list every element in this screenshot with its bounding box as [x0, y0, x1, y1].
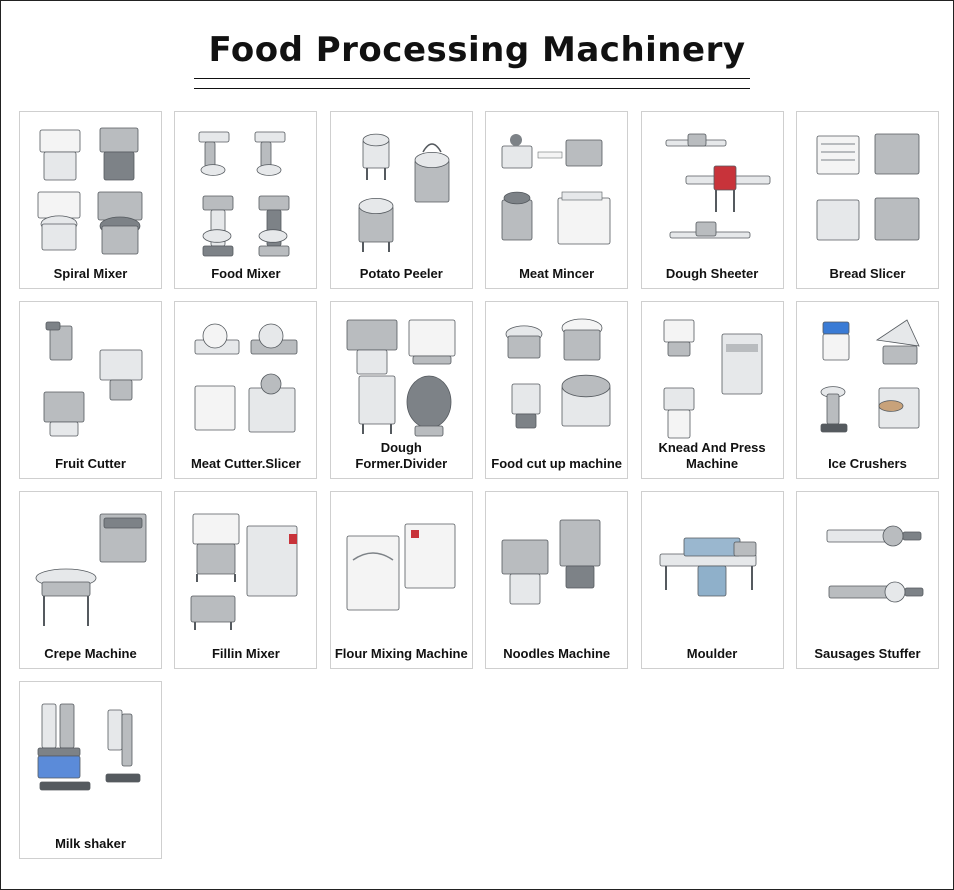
- product-card[interactable]: Flour Mixing Machine: [329, 491, 473, 669]
- product-card[interactable]: Crepe Machine: [19, 491, 162, 669]
- bowl-cutter-icon: [496, 310, 618, 450]
- title-underline-top: [194, 78, 750, 79]
- product-label: Potato Peeler: [359, 266, 443, 281]
- flour-mixer-icon: [341, 500, 463, 640]
- product-label: Fruit Cutter: [55, 456, 126, 471]
- product-label: Food cut up machine: [491, 456, 623, 471]
- product-card[interactable]: Fruit Cutter: [19, 301, 162, 479]
- product-card[interactable]: Dough Former.Divider: [329, 301, 473, 479]
- product-label: Sausages Stuffer: [814, 646, 921, 661]
- potato-peeler-icon: [341, 120, 463, 260]
- meat-slicer-icon: [185, 310, 307, 450]
- fruit-cutter-icon: [30, 310, 152, 450]
- product-card[interactable]: Ice Crushers: [795, 301, 939, 479]
- product-card[interactable]: Potato Peeler: [329, 111, 473, 289]
- product-label: Food Mixer: [211, 266, 281, 281]
- filling-mixer-icon: [185, 500, 307, 640]
- product-card[interactable]: Food Mixer: [174, 111, 318, 289]
- meat-mincer-icon: [496, 120, 618, 260]
- product-label: Crepe Machine: [44, 646, 137, 661]
- product-card[interactable]: Sausages Stuffer: [795, 491, 939, 669]
- crepe-machine-icon: [30, 500, 152, 640]
- bread-slicer-icon: [807, 120, 929, 260]
- title-underline-bottom: [194, 88, 750, 89]
- knead-press-icon: [652, 310, 774, 450]
- dough-sheeter-icon: [652, 120, 774, 260]
- sausage-stuffer-icon: [807, 500, 929, 640]
- product-card[interactable]: Fillin Mixer: [174, 491, 318, 669]
- product-card[interactable]: Meat Mincer: [485, 111, 629, 289]
- product-label: Spiral Mixer: [53, 266, 128, 281]
- moulder-icon: [652, 500, 774, 640]
- product-label: Bread Slicer: [829, 266, 906, 281]
- product-label: Meat Cutter.Slicer: [190, 456, 301, 471]
- product-label: Meat Mincer: [519, 266, 595, 281]
- page-title: Food Processing Machinery: [208, 30, 746, 70]
- product-label: Moulder: [686, 646, 738, 661]
- product-card[interactable]: Bread Slicer: [795, 111, 939, 289]
- product-label: Fillin Mixer: [211, 646, 280, 661]
- noodles-machine-icon: [496, 500, 618, 640]
- page-header: Food Processing Machinery: [1, 29, 953, 71]
- spiral-mixer-icon: [30, 120, 152, 260]
- product-card[interactable]: Knead And Press Machine: [640, 301, 784, 479]
- product-label: Noodles Machine: [503, 646, 611, 661]
- product-card[interactable]: Spiral Mixer: [19, 111, 162, 289]
- product-label: Flour Mixing Machine: [334, 646, 468, 661]
- product-card[interactable]: Milk shaker: [19, 681, 162, 859]
- product-label: Dough Sheeter: [665, 266, 759, 281]
- product-label: Ice Crushers: [828, 456, 907, 471]
- product-label: Knead And Press Machine: [658, 440, 766, 471]
- dough-divider-icon: [341, 310, 463, 450]
- product-label: Milk shaker: [55, 836, 126, 851]
- product-card[interactable]: Meat Cutter.Slicer: [174, 301, 318, 479]
- food-mixer-icon: [185, 120, 307, 260]
- product-card[interactable]: Dough Sheeter: [640, 111, 784, 289]
- product-card[interactable]: Food cut up machine: [485, 301, 629, 479]
- product-card[interactable]: Moulder: [640, 491, 784, 669]
- ice-crusher-icon: [807, 310, 929, 450]
- product-card[interactable]: Noodles Machine: [485, 491, 629, 669]
- product-label: Dough Former.Divider: [355, 440, 448, 471]
- milk-shaker-icon: [30, 690, 152, 830]
